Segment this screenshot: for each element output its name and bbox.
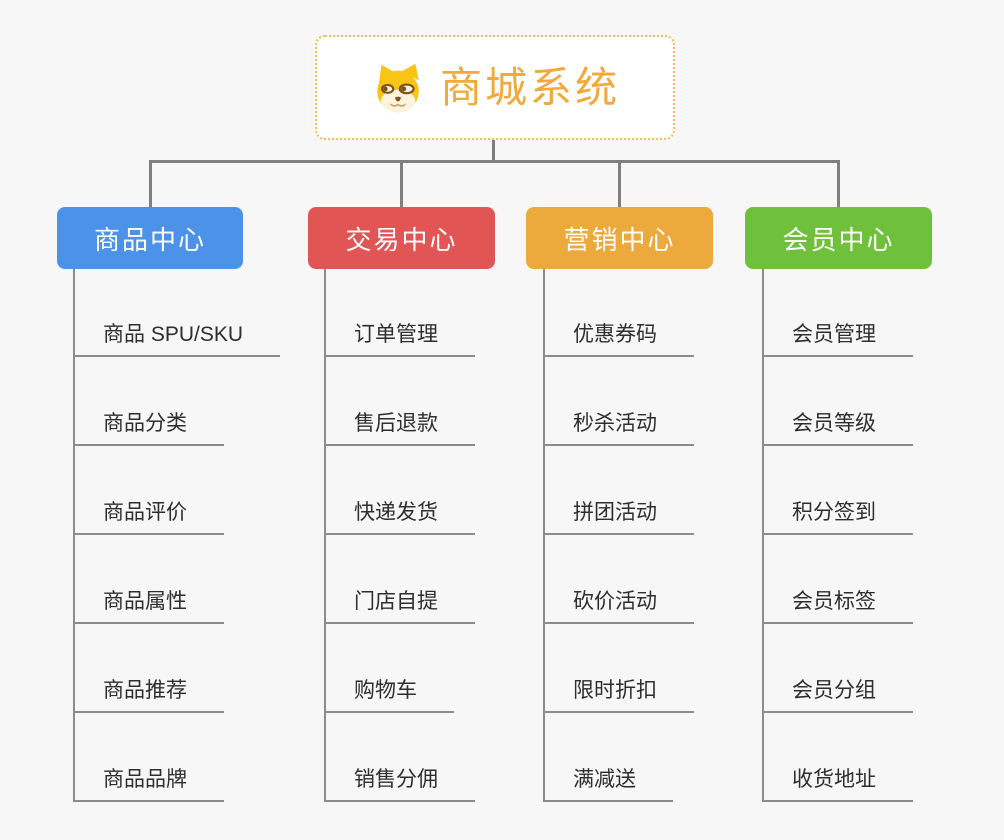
branch-node-member-center[interactable]: 会员中心 (745, 207, 932, 269)
connector-drop-trade (400, 162, 403, 208)
leaf-topic[interactable]: 会员标签 (762, 588, 913, 624)
leaf-topic[interactable]: 收货地址 (762, 766, 913, 802)
leaf-topic[interactable]: 商品分类 (73, 410, 224, 446)
leaf-topic[interactable]: 商品评价 (73, 499, 224, 535)
leaf-topic[interactable]: 快递发货 (324, 499, 475, 535)
connector-child-trunk (324, 269, 326, 802)
shiba-dog-icon (377, 63, 419, 112)
leaf-topic[interactable]: 会员等级 (762, 410, 913, 446)
leaf-topic[interactable]: 门店自提 (324, 588, 475, 624)
branch-node-trade-center[interactable]: 交易中心 (308, 207, 495, 269)
branch-label: 交易中心 (345, 224, 458, 255)
branch-label: 商品中心 (93, 224, 206, 255)
leaf-topic[interactable]: 商品 SPU/SKU (73, 321, 281, 357)
connector-root-trunk (492, 140, 495, 162)
connector-child-trunk (543, 269, 545, 802)
branch-label: 营销中心 (563, 224, 676, 255)
leaf-topic[interactable]: 售后退款 (324, 410, 475, 446)
leaf-topic[interactable]: 商品推荐 (73, 677, 224, 713)
leaf-topic[interactable]: 订单管理 (324, 321, 475, 357)
leaf-topic[interactable]: 秒杀活动 (543, 410, 694, 446)
leaf-topic[interactable]: 砍价活动 (543, 588, 694, 624)
branch-node-product-center[interactable]: 商品中心 (57, 207, 243, 269)
root-title: 商城系统 (439, 63, 620, 111)
connector-drop-marketing (618, 162, 621, 208)
leaf-topic[interactable]: 商品属性 (73, 588, 224, 624)
leaf-topic[interactable]: 会员管理 (762, 321, 913, 357)
leaf-topic[interactable]: 积分签到 (762, 499, 913, 535)
connector-child-trunk (762, 269, 764, 802)
connector-child-trunk (73, 269, 75, 802)
root-node[interactable]: 商城系统 (315, 35, 675, 140)
branch-label: 会员中心 (782, 224, 895, 255)
connector-drop-member (837, 162, 840, 208)
leaf-topic[interactable]: 限时折扣 (543, 677, 694, 713)
branch-node-marketing-center[interactable]: 营销中心 (526, 207, 713, 269)
leaf-topic[interactable]: 销售分佣 (324, 766, 475, 802)
connector-drop-product (149, 162, 152, 208)
leaf-topic[interactable]: 商品品牌 (73, 766, 224, 802)
leaf-topic[interactable]: 会员分组 (762, 677, 913, 713)
leaf-topic[interactable]: 拼团活动 (543, 499, 694, 535)
leaf-topic[interactable]: 满减送 (543, 766, 673, 802)
leaf-topic[interactable]: 优惠券码 (543, 321, 694, 357)
connector-horizontal-bar (149, 160, 840, 163)
leaf-topic[interactable]: 购物车 (324, 677, 454, 713)
